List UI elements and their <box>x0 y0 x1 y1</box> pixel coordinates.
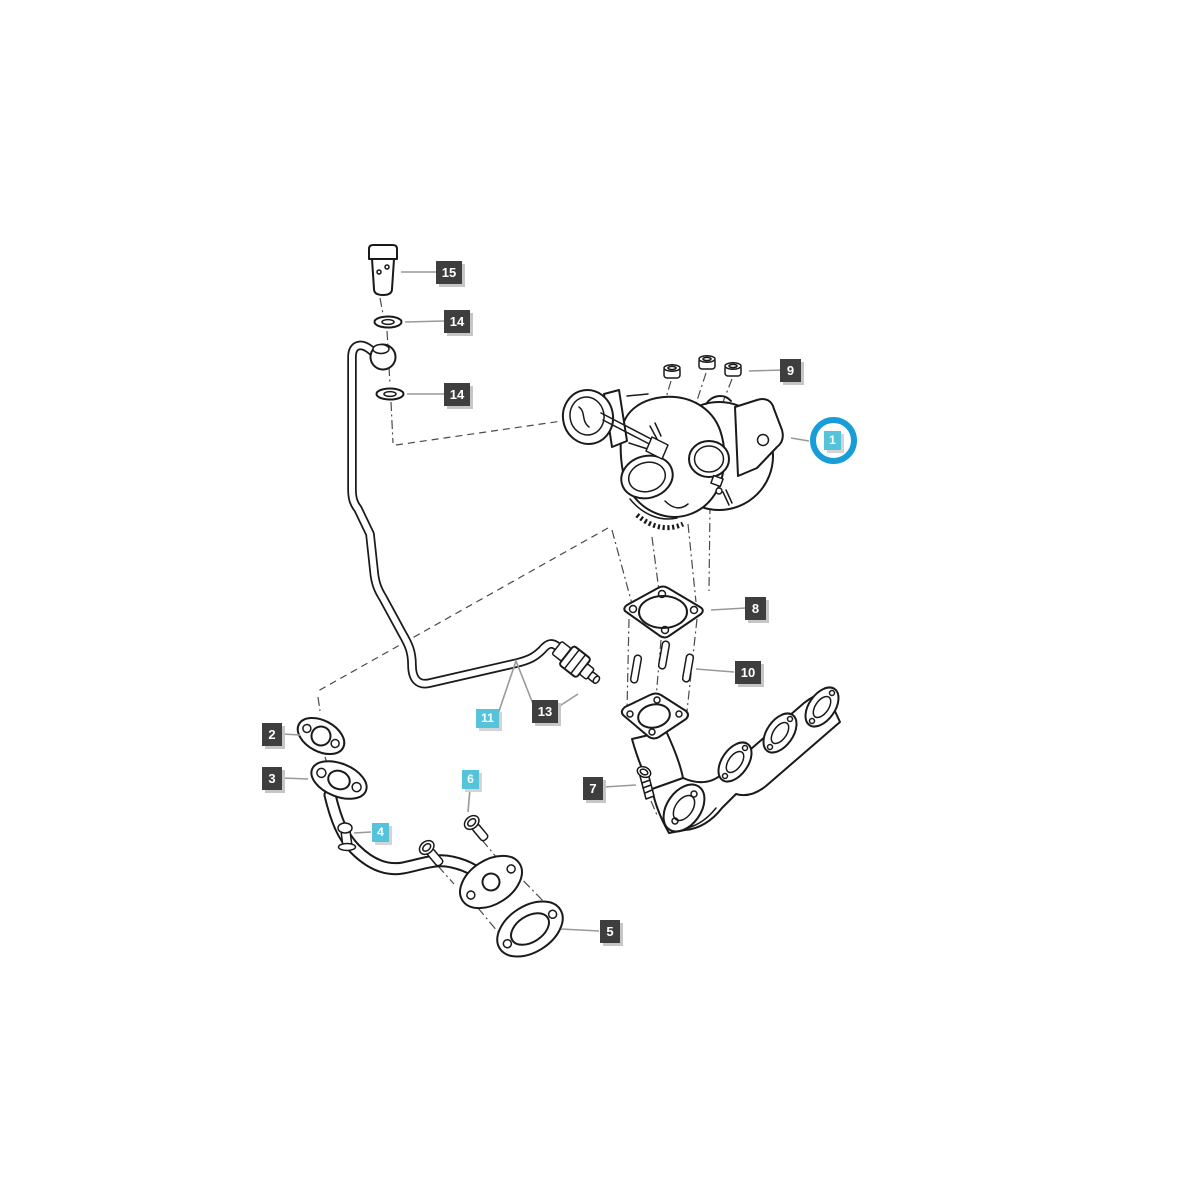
callout-label: 11 <box>481 711 494 725</box>
selected-part-ring <box>810 417 857 464</box>
part-exhaust-manifold <box>620 686 841 834</box>
callout-3[interactable]: 3 <box>262 767 282 790</box>
callout-label: 10 <box>740 665 756 680</box>
callout-label: 4 <box>377 825 384 839</box>
callout-13[interactable]: 13 <box>532 700 558 723</box>
callout-label: 14 <box>449 314 465 329</box>
callout-label: 3 <box>268 771 276 786</box>
part-oil-return-pipe <box>310 760 523 910</box>
part-oil-feed-pipe <box>347 340 568 689</box>
callout-label: 7 <box>589 781 597 796</box>
part-washer-lower <box>375 387 405 401</box>
part-studs <box>629 640 695 684</box>
part-washer-upper <box>373 315 403 329</box>
callout-label: 2 <box>268 727 276 742</box>
part-turbo-gasket <box>623 585 704 639</box>
callout-7[interactable]: 7 <box>583 777 603 800</box>
callout-1-selected[interactable]: 1 <box>824 431 841 450</box>
part-turbocharger <box>561 389 784 531</box>
callout-9[interactable]: 9 <box>780 359 801 382</box>
part-flange-bolts <box>418 814 489 867</box>
part-return-gasket <box>496 900 564 958</box>
part-sensor-fitting <box>551 641 601 684</box>
callout-2[interactable]: 2 <box>262 723 282 746</box>
part-pipe-bolt <box>337 822 357 852</box>
callout-label: 13 <box>537 704 553 719</box>
callout-14-upper[interactable]: 14 <box>444 310 470 333</box>
callout-4[interactable]: 4 <box>372 823 389 842</box>
callout-14-lower[interactable]: 14 <box>444 383 470 406</box>
callout-5[interactable]: 5 <box>600 920 620 943</box>
callout-label: 15 <box>441 265 457 280</box>
callout-8[interactable]: 8 <box>745 597 766 620</box>
callout-11[interactable]: 11 <box>476 709 499 728</box>
part-manifold-bolt <box>636 765 655 800</box>
callout-label: 8 <box>751 601 760 616</box>
part-nuts <box>663 355 742 379</box>
callout-label: 14 <box>449 387 465 402</box>
leader-lines <box>282 271 810 932</box>
callout-label: 9 <box>786 363 795 378</box>
callout-label: 1 <box>829 433 836 447</box>
callout-label: 5 <box>606 924 614 939</box>
callout-6[interactable]: 6 <box>462 770 479 789</box>
part-banjo-bolt <box>368 244 398 296</box>
part-drain-gasket <box>296 716 346 756</box>
callout-10[interactable]: 10 <box>735 661 761 684</box>
callout-label: 6 <box>467 772 474 786</box>
callout-15[interactable]: 15 <box>436 261 462 284</box>
